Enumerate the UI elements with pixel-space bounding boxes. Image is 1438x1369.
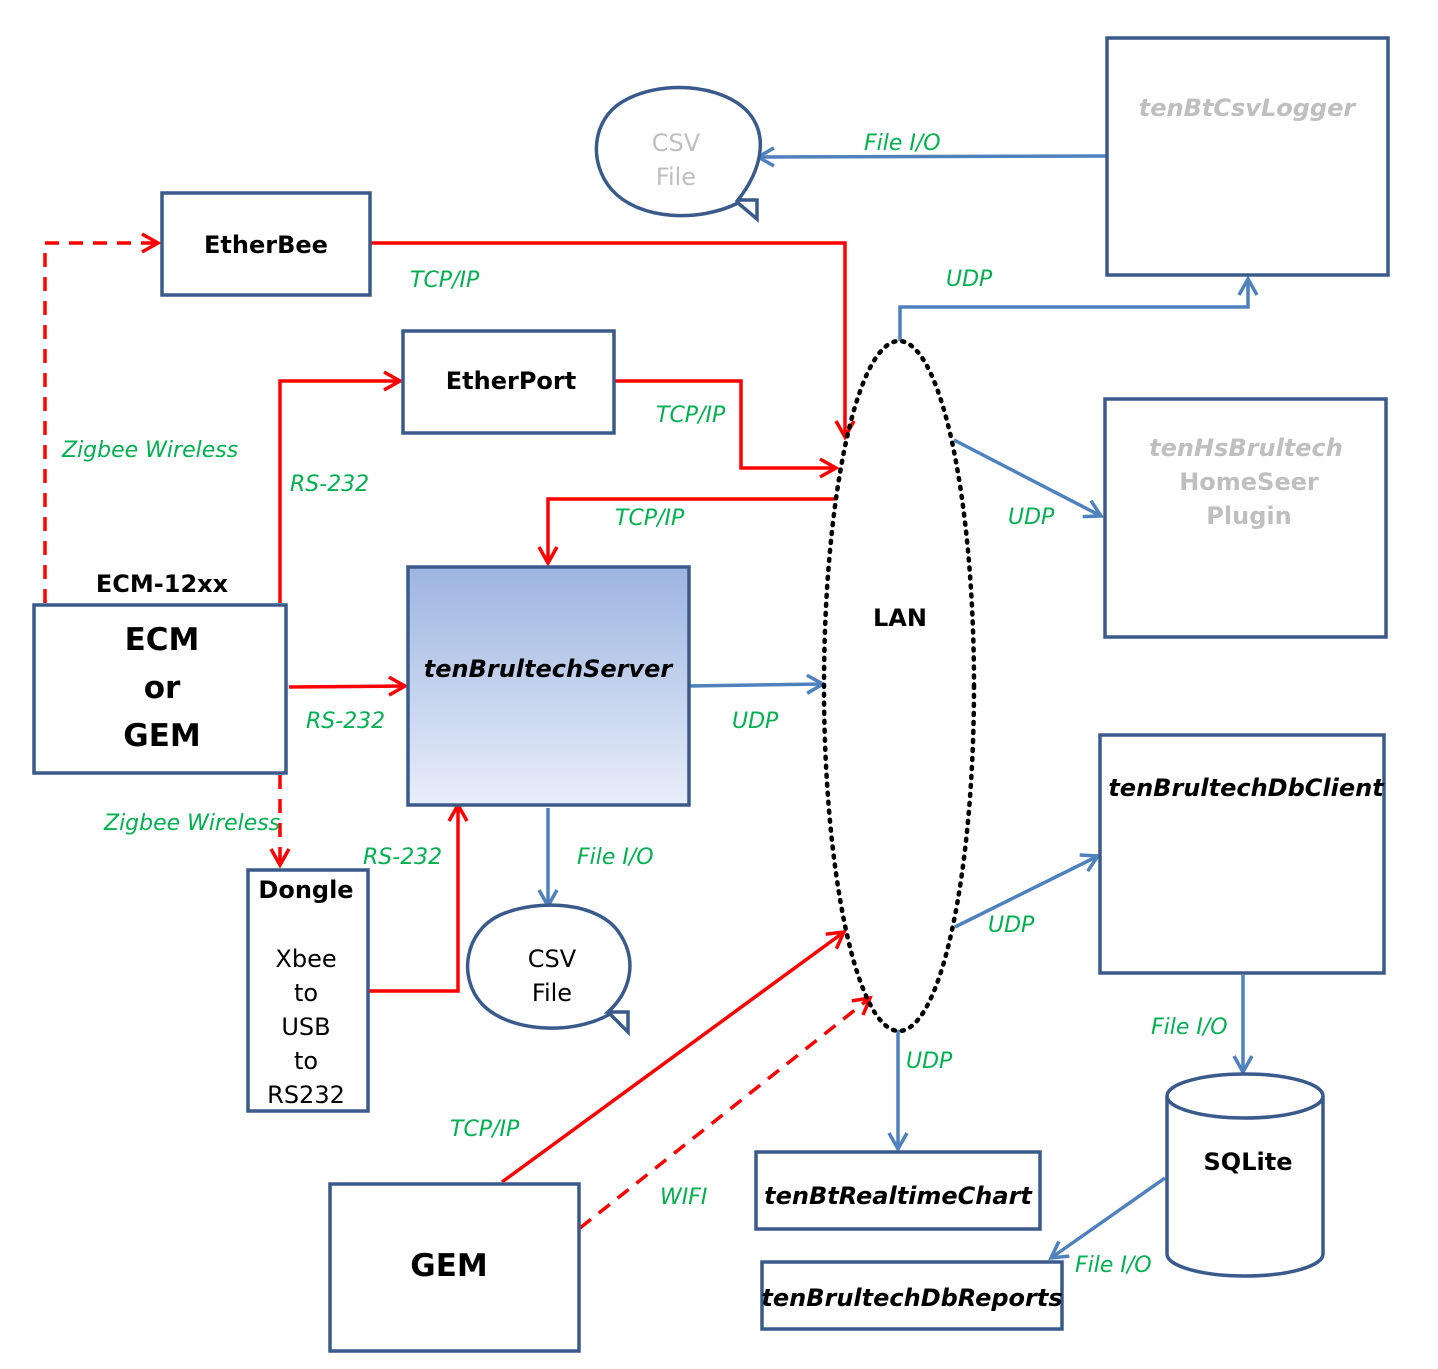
csv-bottom-shape — [465, 903, 632, 1037]
etherbee-box — [160, 191, 372, 297]
etherport-box — [401, 329, 616, 435]
gem-lan-tcp-link — [500, 929, 847, 1184]
lan-dbclient-link — [954, 853, 1102, 929]
sqlite-fileio-label: File I/O — [1075, 1253, 1152, 1278]
realtime-label: tenBtRealtimeChart — [764, 1182, 1033, 1210]
etherport-lan-link — [614, 379, 840, 479]
dongle-line-3: USB — [281, 1013, 330, 1041]
homeseer-box — [1103, 397, 1388, 639]
ecm-box — [32, 603, 288, 775]
gem-wifi-label: WIFI — [660, 1185, 707, 1210]
etherbee-label: EtherBee — [204, 231, 328, 259]
rs232-dongle-label: RS-232 — [363, 845, 442, 870]
dongle-line-1: Xbee — [275, 945, 336, 973]
csv-top-shape-body — [594, 85, 763, 223]
homeseer-label-1: tenHsBrultech — [1149, 434, 1343, 462]
server-udp-label: UDP — [732, 709, 779, 734]
lan-server-link — [537, 497, 835, 567]
ecm-header-label: ECM-12xx — [96, 570, 229, 598]
gem-lan-wifi-link — [578, 995, 873, 1230]
dongle-title: Dongle — [258, 876, 353, 904]
udp-dbclient-label: UDP — [988, 913, 1035, 938]
realtime-box — [754, 1150, 1042, 1231]
dongle-line-5: RS232 — [267, 1081, 345, 1109]
etherport-label: EtherPort — [446, 367, 576, 395]
ecm-etherport-link — [278, 370, 404, 603]
udp-csvlogger-label: UDP — [946, 267, 993, 292]
ecm-label-2: or — [144, 670, 181, 706]
udp-homeseer-label: UDP — [1008, 505, 1055, 530]
dbclient-label: tenBrultechDbClient — [1108, 774, 1385, 802]
etherbee-tcp-label: TCP/IP — [410, 268, 480, 293]
sqlite-label: SQLite — [1204, 1148, 1293, 1176]
dongle-server-link — [368, 801, 469, 993]
red-links — [43, 232, 873, 1230]
udp-realtime-label: UDP — [906, 1049, 953, 1074]
etherbee-lan-link — [370, 241, 856, 441]
ecm-label-1: ECM — [125, 622, 200, 658]
ecm-server-link — [288, 675, 409, 697]
lan-ellipse — [821, 338, 977, 1034]
gem-label: GEM — [410, 1248, 487, 1284]
dbclient-fileio-label: File I/O — [1151, 1015, 1228, 1040]
blue-links — [537, 146, 1259, 1261]
sqlite-reports-link — [1048, 1176, 1167, 1261]
csvlogger-box — [1105, 36, 1390, 277]
dbreports-box — [760, 1260, 1064, 1331]
csv-top-label-2: File — [656, 163, 696, 191]
server-tcp-label: TCP/IP — [615, 506, 685, 531]
csvlogger-fileio-label: File I/O — [864, 131, 941, 156]
dongle-box — [246, 868, 370, 1113]
csvlogger-csv-link — [754, 146, 1108, 168]
gem-tcp-label: TCP/IP — [450, 1117, 520, 1142]
server-label: tenBrultechServer — [424, 655, 675, 683]
zigbee-left-label: Zigbee Wireless — [61, 438, 238, 463]
homeseer-label-2: HomeSeer — [1179, 468, 1319, 496]
csv-bottom-label-1: CSV — [528, 945, 577, 973]
rs232-up-label: RS-232 — [290, 472, 369, 497]
zigbee-bottom-label: Zigbee Wireless — [103, 811, 280, 836]
lan-homeseer-link — [953, 438, 1105, 519]
homeseer-label-3: Plugin — [1206, 502, 1291, 530]
gem-box — [328, 1182, 581, 1353]
rs232-server-label: RS-232 — [306, 709, 385, 734]
csv-bottom-label-2: File — [532, 979, 572, 1007]
csvlogger-label: tenBtCsvLogger — [1139, 94, 1358, 122]
server-box — [406, 565, 691, 807]
dbreports-label: tenBrultechDbReports — [761, 1284, 1062, 1312]
lan-label: LAN — [873, 604, 927, 632]
dbclient-box — [1098, 733, 1386, 975]
dongle-line-4: to — [294, 1047, 318, 1075]
lan-csvlogger-link — [898, 275, 1259, 341]
csv-top-label-1: CSV — [652, 129, 701, 157]
etherport-tcp-label: TCP/IP — [656, 403, 726, 428]
server-fileio-label: File I/O — [577, 845, 654, 870]
zigbee-link-etherbee — [43, 232, 162, 603]
sqlite-cylinder — [1165, 1072, 1325, 1278]
server-lan-link — [687, 673, 827, 695]
dongle-line-2: to — [294, 979, 318, 1007]
ecm-label-3: GEM — [123, 718, 200, 754]
